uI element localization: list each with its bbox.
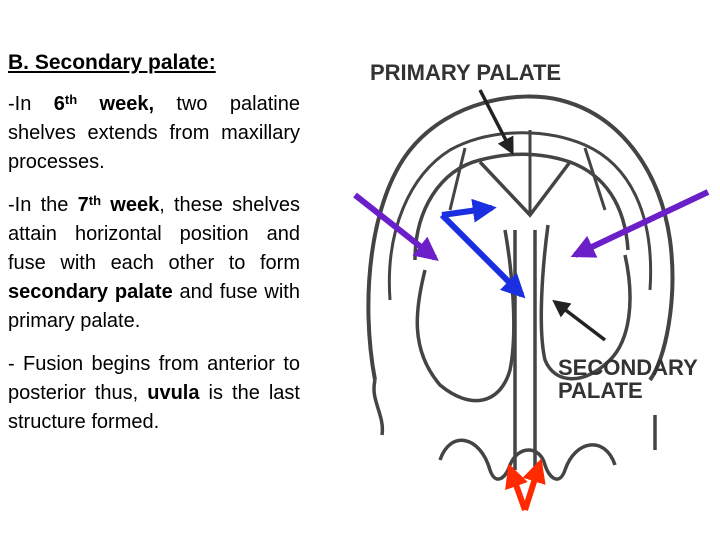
arrow-red-left	[505, 463, 528, 512]
middle-arch	[387, 131, 653, 301]
uvula-outline	[438, 438, 617, 481]
arrow-primary-pointer	[478, 89, 514, 156]
p1-sup: th	[64, 92, 78, 107]
text-column: B. Secondary palate: -In 6th week, two p…	[8, 48, 300, 451]
arrow-red-right	[522, 458, 546, 511]
palate-diagram: PRIMARY PALATE SECONDARY PALATE	[353, 60, 710, 512]
arrow-blue-down	[439, 212, 526, 299]
p2-bold-rest: week	[101, 194, 160, 216]
p3-prefix: - Fusion begins from anterior to posteri…	[8, 353, 300, 404]
p2-week-number: 7th week	[78, 194, 160, 216]
paragraph-fusion: - Fusion begins from anterior to posteri…	[8, 350, 300, 437]
p1-week-number: 6th week,	[54, 93, 154, 115]
p3-bold-term: uvula	[147, 382, 200, 404]
label-primary-palate: PRIMARY PALATE	[370, 60, 561, 85]
p2-bold-term: secondary palate	[8, 281, 173, 303]
p1-bold-rest: week,	[77, 93, 155, 115]
label-secondary-line1: SECONDARY	[558, 355, 698, 380]
p2-mid: , these shelves attain horizontal positi…	[8, 194, 300, 274]
inner-arch	[413, 152, 630, 261]
arrow-secondary-pointer	[552, 299, 607, 342]
paragraph-7th-week: -In the 7th week, these shelves attain h…	[8, 191, 300, 336]
section-heading: B. Secondary palate:	[8, 51, 216, 74]
p2-sup: th	[88, 193, 102, 208]
p3-rest: is the last structure formed.	[8, 382, 300, 433]
label-secondary-line2: PALATE	[558, 378, 643, 403]
p2-prefix: -In the	[8, 194, 78, 216]
p1-prefix: -In	[8, 93, 54, 115]
p2-num: 7	[77, 194, 89, 216]
outer-arch	[366, 94, 675, 382]
arrow-purple-right	[570, 189, 710, 258]
p2-rest: and fuse with primary palate.	[8, 281, 300, 332]
paragraph-6th-week: -In 6th week, two palatine shelves exten…	[8, 90, 300, 177]
arrow-blue-top	[441, 198, 497, 223]
right-palatine-shelf	[539, 224, 632, 381]
arrow-purple-left	[353, 192, 439, 261]
p1-num: 6	[53, 93, 65, 115]
p1-rest: two palatine shelves extends from maxill…	[8, 93, 300, 173]
primary-palate-triangle	[478, 160, 572, 218]
